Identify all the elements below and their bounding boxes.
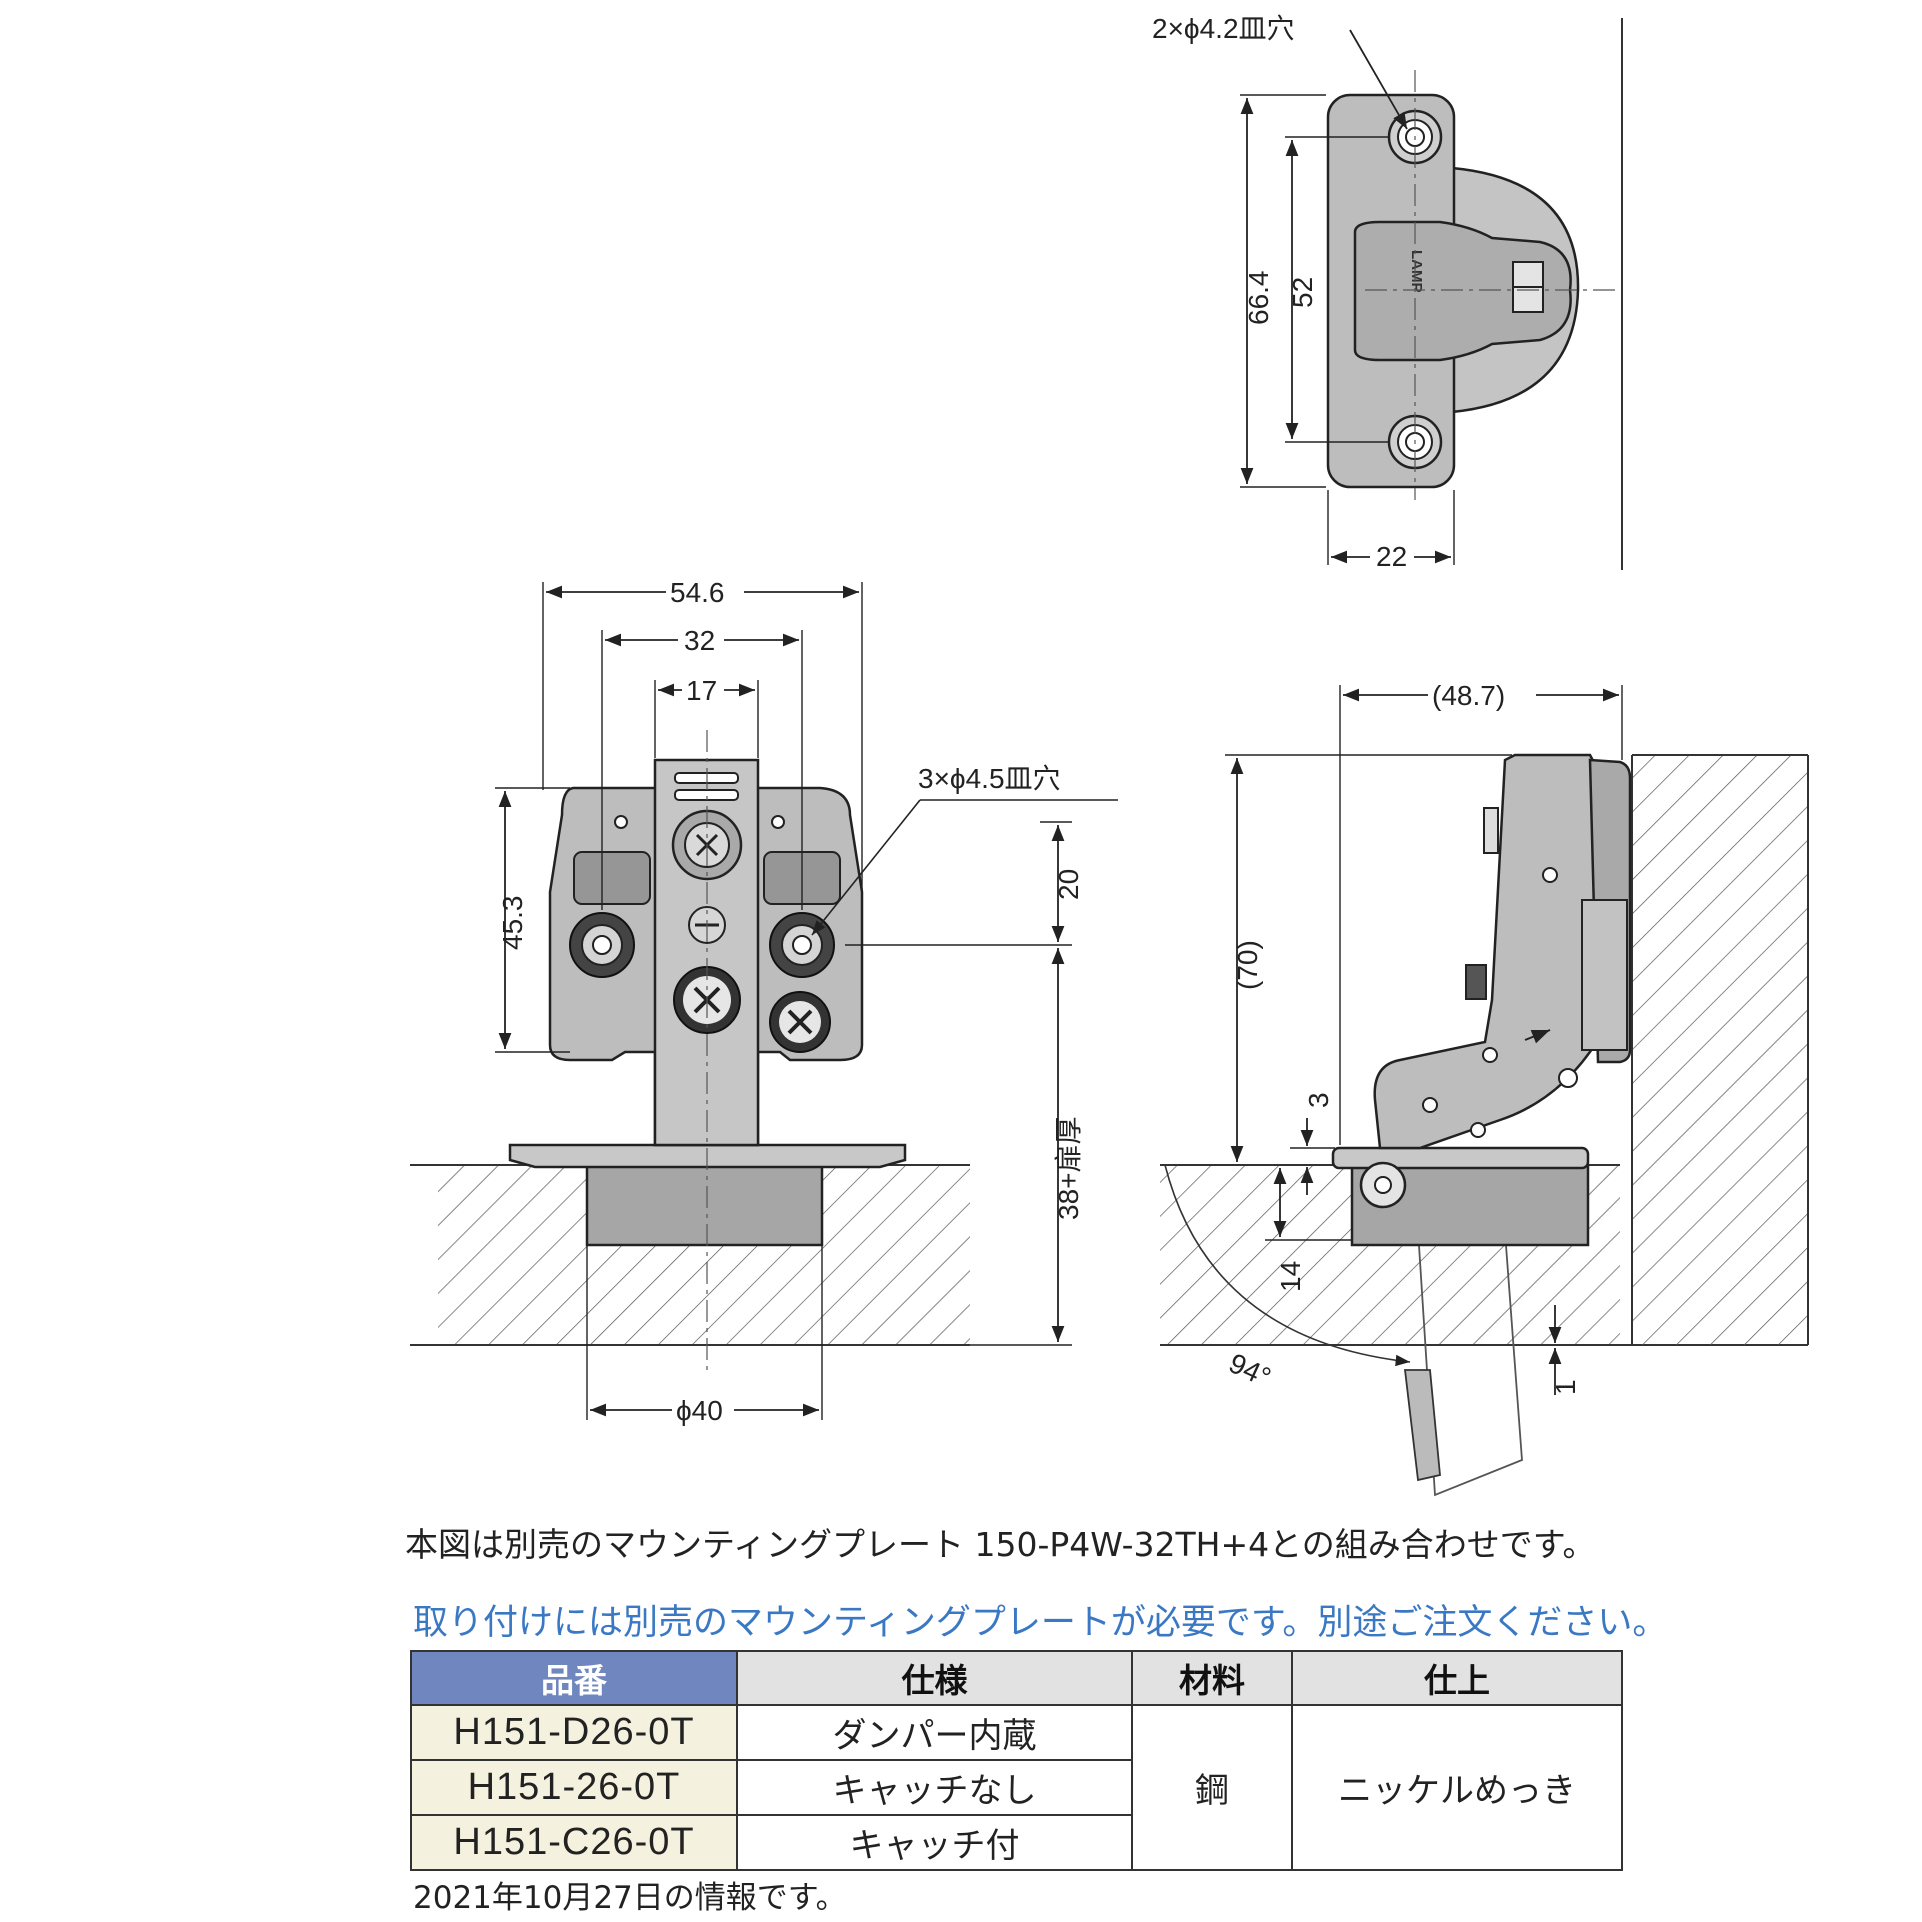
table-row: H151-C26-0T キャッチ付 (410, 1814, 1622, 1871)
side-view: 94° (48.7) (70) 3 14 1 (1160, 677, 1809, 1497)
side-dim-1: 1 (1550, 1379, 1581, 1395)
technical-drawing: LAMP 2×ϕ4.2皿穴 66.4 52 (410, 13, 1809, 1497)
header-spec: 仕様 (736, 1650, 1133, 1706)
part-number-cell: H151-26-0T (410, 1759, 738, 1816)
footer-note: 2021年10月27日の情報です。 (413, 1880, 847, 1916)
side-dim-height: (70) (1232, 940, 1263, 990)
spec-cell: ダンパー内蔵 (736, 1704, 1133, 1761)
spec-cell: キャッチなし (736, 1759, 1133, 1816)
spec-table: 品番 仕様 材料 仕上 H151-D26-0T ダンパー内蔵 鋼 ニッケルめっき… (410, 1650, 1623, 1871)
top-dim-height: 66.4 (1243, 271, 1274, 326)
top-view: LAMP 2×ϕ4.2皿穴 66.4 52 (1152, 13, 1623, 572)
material-cell: 鋼 (1131, 1704, 1293, 1871)
table-row: H151-26-0T キャッチなし (410, 1759, 1622, 1816)
front-dim-door: 38+扉厚 (1053, 1117, 1084, 1221)
part-number-cell: H151-D26-0T (410, 1704, 738, 1761)
header-finish: 仕上 (1291, 1650, 1623, 1706)
front-dim-cup: ϕ40 (676, 1395, 723, 1426)
top-dim-width: 22 (1376, 541, 1407, 572)
front-hole-label: 3×ϕ4.5皿穴 (918, 763, 1061, 794)
top-dim-pitch: 52 (1287, 277, 1318, 308)
header-material: 材料 (1131, 1650, 1293, 1706)
combination-note: 本図は別売のマウンティングプレート 150-P4W-32TH+4との組み合わせで… (405, 1525, 1596, 1564)
front-view: 54.6 32 17 45.3 3×ϕ4.5皿穴 20 38+扉厚 (410, 574, 1118, 1426)
table-header-row: 品番 仕様 材料 仕上 (410, 1650, 1623, 1706)
front-hole-right (769, 912, 835, 978)
side-dim-reach: (48.7) (1432, 680, 1505, 711)
header-part-number: 品番 (410, 1650, 738, 1706)
top-hole-label: 2×ϕ4.2皿穴 (1152, 13, 1295, 44)
front-hole-left (569, 912, 635, 978)
front-dim-overall-width: 54.6 (670, 577, 725, 608)
front-dim-20: 20 (1053, 869, 1084, 900)
side-dim-14: 14 (1275, 1261, 1306, 1292)
front-dim-height: 45.3 (497, 896, 528, 951)
requirement-note: 取り付けには別売のマウンティングプレートが必要です。別途ご注文ください。 (413, 1603, 1668, 1643)
part-number-cell: H151-C26-0T (410, 1814, 738, 1871)
table-row: H151-D26-0T ダンパー内蔵 鋼 ニッケルめっき (410, 1704, 1623, 1871)
front-dim-hole-pitch: 32 (684, 625, 715, 656)
side-dim-3: 3 (1303, 1092, 1334, 1108)
finish-cell: ニッケルめっき (1291, 1704, 1623, 1871)
side-dim-angle: 94° (1224, 1347, 1275, 1393)
brand-mark: LAMP (1408, 250, 1425, 293)
front-dim-center-width: 17 (686, 675, 717, 706)
spec-cell: キャッチ付 (736, 1814, 1133, 1871)
